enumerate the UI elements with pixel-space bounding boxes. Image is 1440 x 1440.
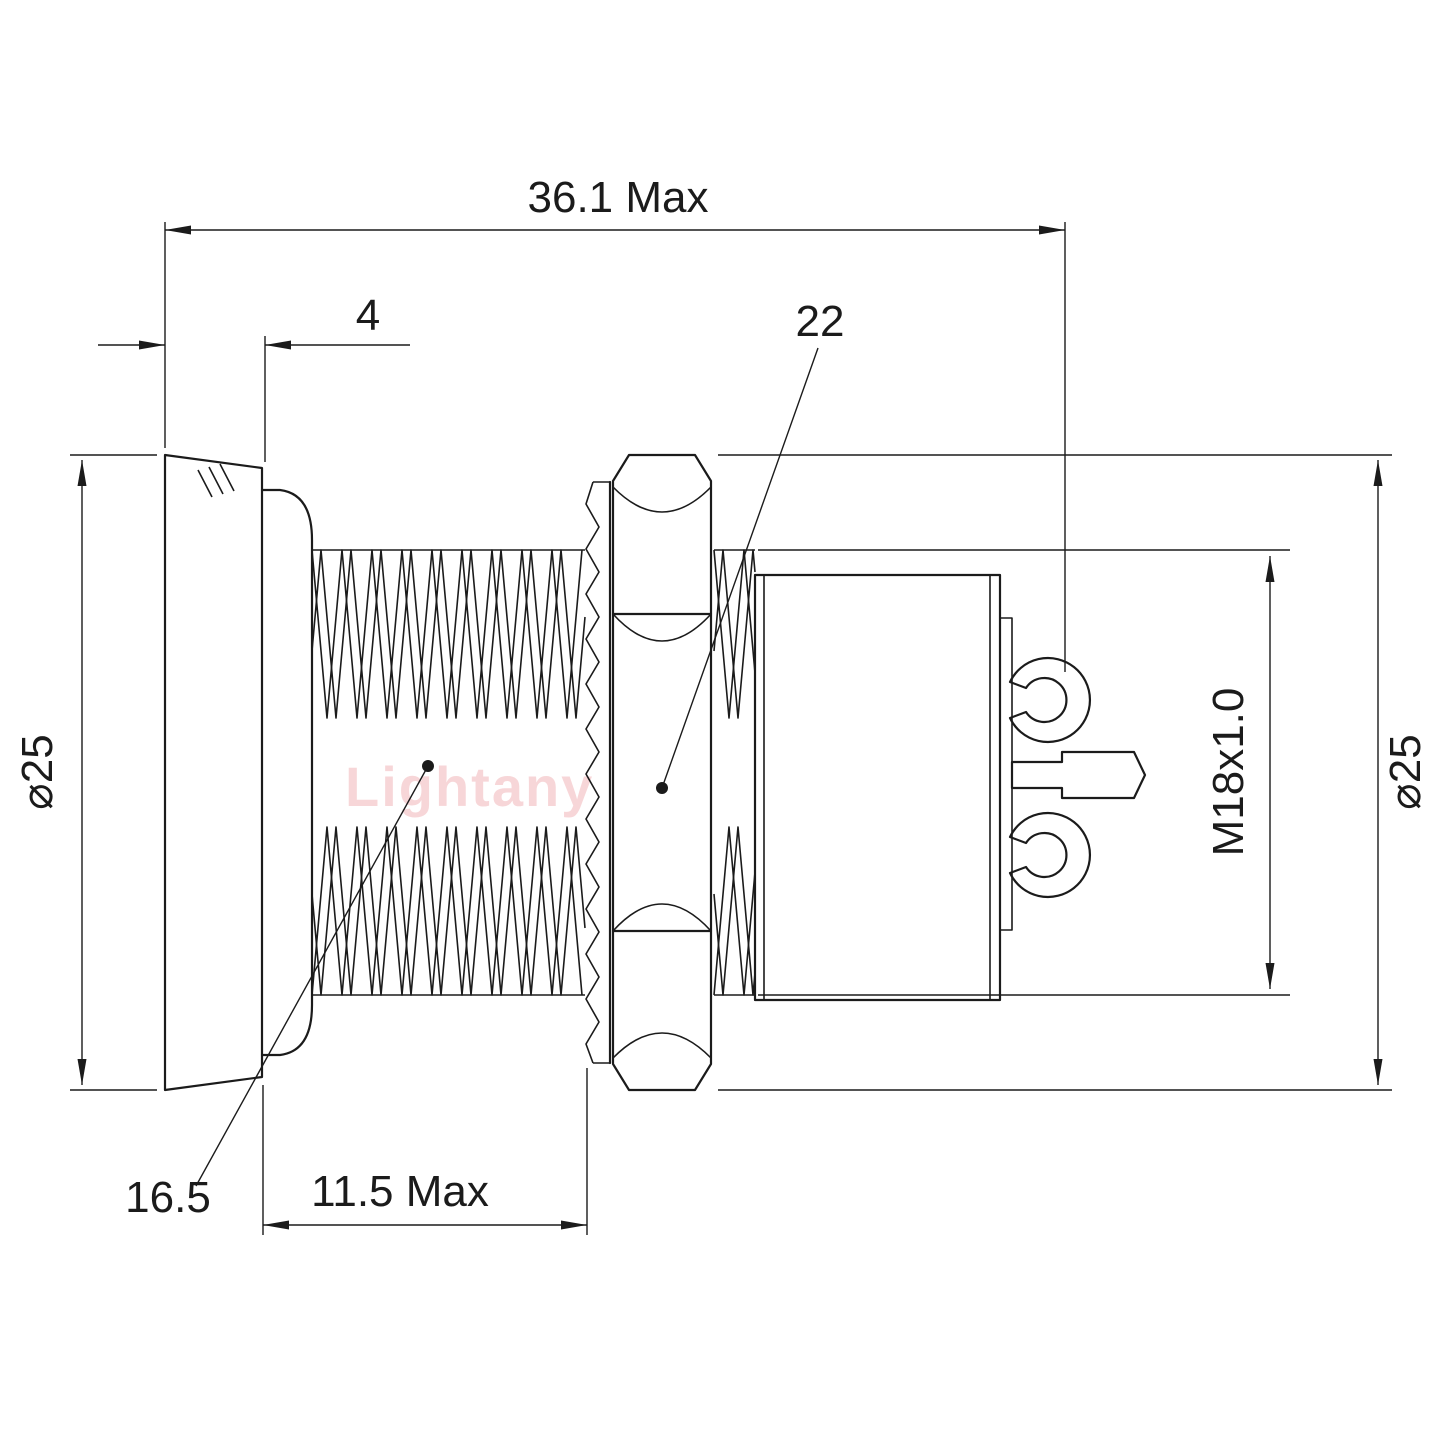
- connector-body: [753, 573, 1013, 1002]
- hex-chamfer-arc-mid-upper: [612, 613, 712, 642]
- dimension-text-thread-length: 16.5: [125, 1173, 211, 1222]
- dimension-text-hex: 22: [796, 297, 845, 346]
- leader-line: [661, 347, 819, 789]
- arrowhead: [561, 1220, 587, 1230]
- leader-hex-width: 22: [656, 297, 844, 794]
- flange-outline: [163, 453, 264, 1092]
- thread-right-bottom-b: [713, 826, 756, 996]
- collar-outline: [260, 488, 314, 1057]
- center-contact-blade: [1010, 750, 1147, 800]
- arrowhead: [77, 460, 87, 486]
- solder-cup-bottom: [1008, 811, 1092, 899]
- leader-dot: [422, 760, 434, 772]
- hex-chamfer-arc-bottom: [612, 1032, 712, 1059]
- leader-thread-length: 16.5: [125, 760, 434, 1222]
- washer-serration: [585, 481, 600, 1064]
- arrowhead: [1373, 1059, 1383, 1085]
- dimension-thread-spec: M18x1.0: [758, 549, 1290, 996]
- dimension-text-overall: 36.1 Max: [528, 173, 709, 222]
- dimension-text-mount: 11.5 Max: [311, 1167, 489, 1216]
- arrowhead: [263, 1220, 289, 1230]
- thread-section-right: [713, 549, 756, 996]
- arrowhead: [265, 340, 291, 350]
- body-outline: [753, 573, 1002, 1002]
- solder-cup-top: [1008, 656, 1092, 744]
- thread-teeth-top-b: [311, 549, 586, 719]
- dimension-text-front-diameter: ⌀25: [13, 734, 62, 809]
- thread-right-top-a: [713, 549, 756, 719]
- dimension-text-flange: 4: [356, 291, 380, 340]
- hex-nut-outline: [611, 453, 713, 1092]
- arrowhead: [139, 340, 165, 350]
- front-flange: [163, 453, 264, 1092]
- hex-chamfer-arc-top: [612, 486, 712, 513]
- arrowhead: [1265, 556, 1275, 582]
- arrowhead: [1265, 963, 1275, 989]
- dimension-mount-length: 11.5 Max: [262, 1068, 588, 1235]
- rear-insulator: [1000, 617, 1013, 931]
- leader-line: [195, 765, 429, 1187]
- hex-nut: [611, 453, 713, 1092]
- thread-teeth-bottom-a: [311, 826, 583, 996]
- thread-teeth-bottom-b: [311, 826, 586, 996]
- leader-dot: [656, 782, 668, 794]
- thread-right-bottom-a: [713, 826, 756, 996]
- hex-chamfer-arc-mid-lower: [612, 903, 712, 932]
- thread-right-top-b: [713, 549, 756, 719]
- dimension-rear-diameter: ⌀25: [718, 454, 1430, 1091]
- dimension-text-thread-spec: M18x1.0: [1204, 688, 1253, 857]
- arrowhead: [77, 1059, 87, 1085]
- arrowhead: [165, 225, 191, 235]
- thread-section-left: [311, 549, 586, 996]
- dimension-flange-thickness: 4: [98, 291, 410, 462]
- flange-marking: [197, 463, 235, 498]
- dimension-front-diameter: ⌀25: [13, 454, 157, 1091]
- dimension-overall-length: 36.1 Max: [164, 173, 1066, 672]
- watermark-text: Lightany: [345, 755, 594, 818]
- arrowhead: [1039, 225, 1065, 235]
- thread-teeth-top-a: [311, 549, 583, 719]
- arrowhead: [1373, 460, 1383, 486]
- dimension-text-rear-diameter: ⌀25: [1381, 734, 1430, 809]
- collar: [260, 488, 314, 1057]
- solder-contacts: [1008, 656, 1147, 899]
- lock-washer: [585, 480, 612, 1065]
